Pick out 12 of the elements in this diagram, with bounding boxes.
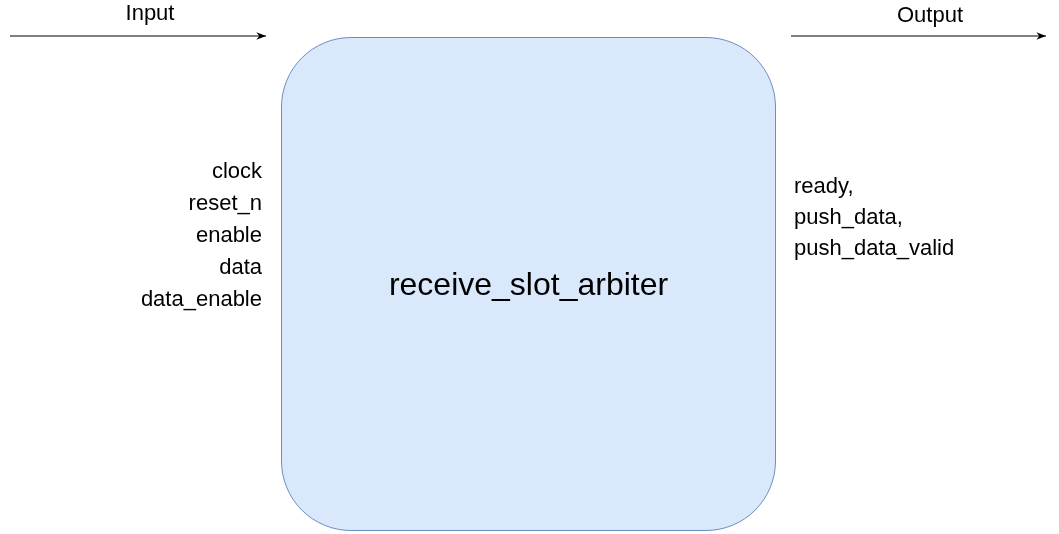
signal-name: push_data_valid: [794, 234, 955, 262]
direction-label: Output: [897, 4, 963, 26]
signal-name: data_enable: [140, 285, 262, 313]
signal-name: enable: [195, 221, 262, 249]
block-title: receive_slot_arbiter: [388, 265, 669, 304]
signal-name: reset_n: [188, 189, 262, 217]
signal-name: clock: [211, 157, 262, 185]
signal-name: push_data,: [794, 203, 903, 231]
signal-name: data: [219, 253, 262, 281]
signal-name: ready,: [794, 172, 854, 200]
rounded-process-box: [281, 37, 776, 531]
direction-label: Input: [125, 2, 175, 24]
